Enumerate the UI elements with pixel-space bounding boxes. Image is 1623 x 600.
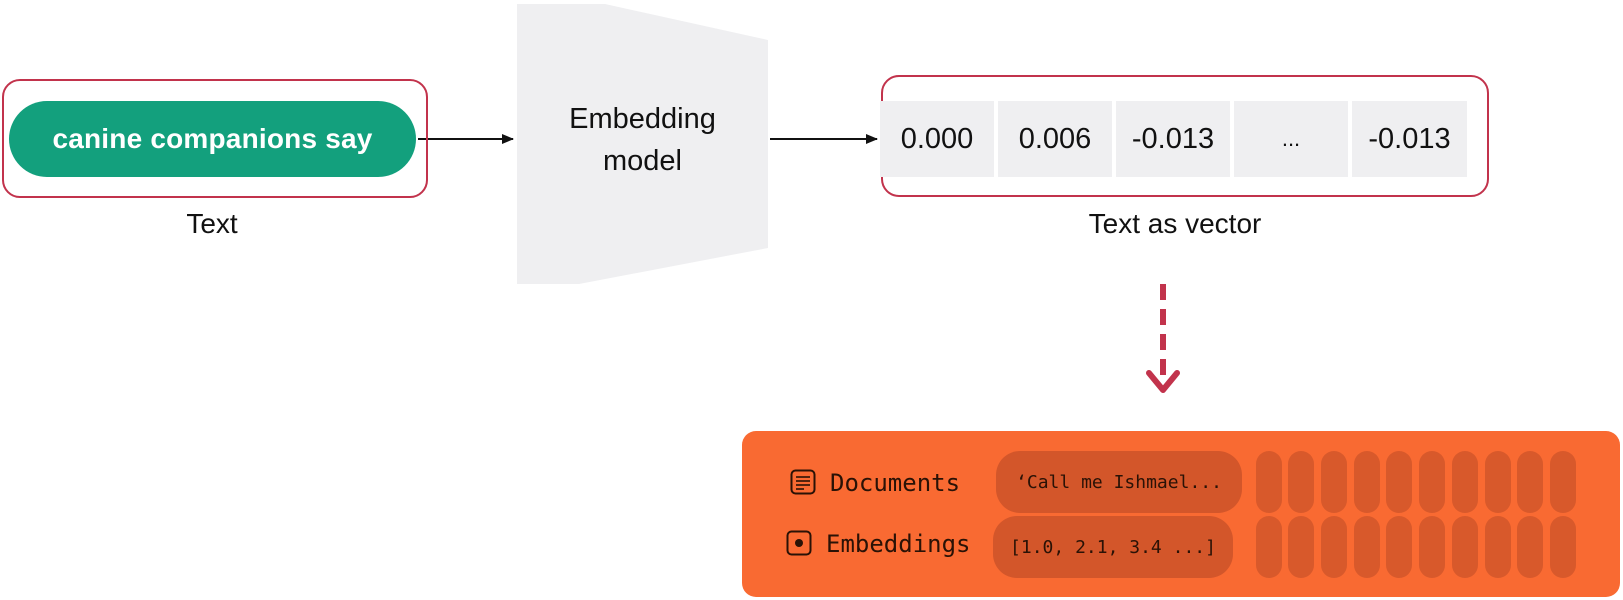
input-text-frame — [2, 79, 428, 198]
embeddings-value: [1.0, 2.1, 3.4 ...] — [993, 516, 1233, 578]
model-label-line2: model — [603, 145, 682, 177]
vector-cell: 0.000 — [880, 101, 994, 177]
empty-document-slot — [1419, 451, 1445, 513]
empty-embedding-slot — [1517, 516, 1543, 578]
documents-value: ‘Call me Ishmael... — [996, 451, 1242, 513]
embedding-model-shape — [517, 4, 768, 284]
vector-cell: 0.006 — [998, 101, 1112, 177]
vector-cell-ellipsis: ... — [1234, 101, 1348, 177]
empty-document-slot — [1256, 451, 1282, 513]
empty-embedding-slot — [1321, 516, 1347, 578]
embedding-model-label: Embedding model — [530, 98, 755, 182]
empty-embedding-slot — [1288, 516, 1314, 578]
empty-document-slot — [1386, 451, 1412, 513]
empty-document-slot — [1288, 451, 1314, 513]
empty-embedding-slot — [1550, 516, 1576, 578]
model-label-line1: Embedding — [569, 103, 716, 135]
vector-caption: Text as vector — [1088, 208, 1262, 239]
empty-document-slot — [1452, 451, 1478, 513]
vector-cell: -0.013 — [1352, 101, 1467, 177]
empty-embedding-slot — [1485, 516, 1511, 578]
documents-label: Documents — [830, 469, 961, 497]
empty-embedding-slot — [1452, 516, 1478, 578]
empty-embedding-slot — [1419, 516, 1445, 578]
embeddings-label: Embeddings — [826, 530, 971, 558]
empty-embedding-slot — [1256, 516, 1282, 578]
empty-embedding-slot — [1354, 516, 1380, 578]
embedding-icon — [786, 530, 812, 556]
empty-document-slot — [1517, 451, 1543, 513]
document-icon — [790, 469, 816, 495]
empty-document-slot — [1354, 451, 1380, 513]
input-text-pill: canine companions say — [9, 101, 416, 177]
empty-embedding-slot — [1386, 516, 1412, 578]
empty-document-slot — [1485, 451, 1511, 513]
input-caption: Text — [186, 208, 238, 239]
dashed-arrow-head — [1146, 370, 1180, 393]
vector-cell: -0.013 — [1116, 101, 1230, 177]
empty-document-slot — [1550, 451, 1576, 513]
empty-document-slot — [1321, 451, 1347, 513]
